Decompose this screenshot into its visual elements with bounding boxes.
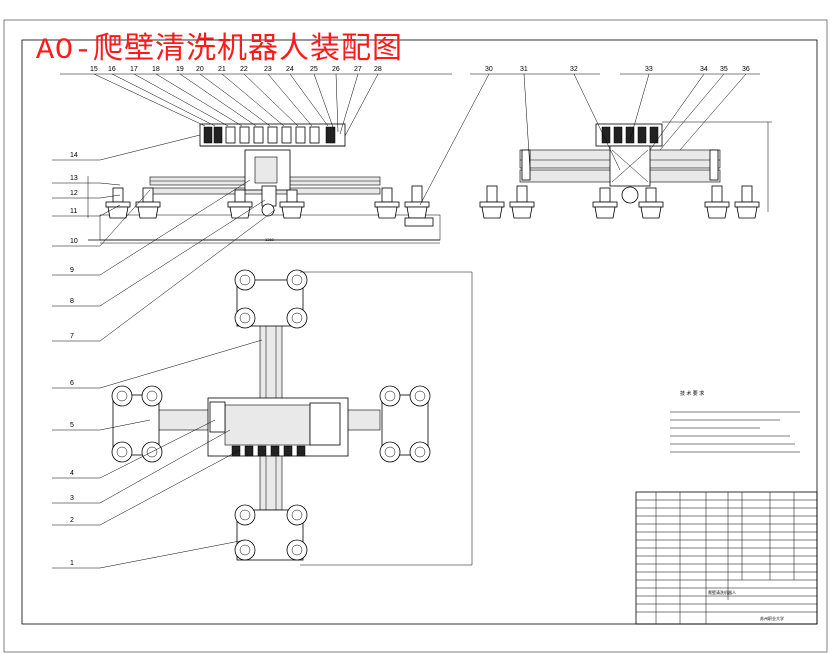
leader-line — [573, 73, 621, 171]
leader-line — [99, 194, 121, 199]
drawing-title: AO-爬壁清洗机器人装配图 — [36, 34, 404, 68]
leader-line — [243, 73, 299, 127]
leader-lines — [52, 73, 760, 569]
leader-line — [629, 73, 650, 141]
title-block-school: 苏州职业大学 — [760, 615, 784, 621]
callout-33: 33 — [645, 66, 653, 73]
callout-35: 35 — [720, 66, 728, 73]
leader-line — [93, 73, 206, 127]
callout-10: 10 — [70, 238, 78, 245]
callout-28: 28 — [374, 66, 382, 73]
title-block-name: 爬壁清洗机器人 — [708, 589, 736, 595]
callout-9: 9 — [70, 267, 74, 274]
callout-19: 19 — [176, 66, 184, 73]
callout-18: 18 — [152, 66, 160, 73]
top-view — [111, 269, 473, 566]
leader-line — [99, 179, 251, 276]
callout-7: 7 — [70, 333, 74, 340]
leader-line — [99, 199, 266, 307]
leader-line — [267, 73, 313, 127]
outer-border — [3, 19, 828, 653]
callout-26: 26 — [332, 66, 340, 73]
callout-17: 17 — [130, 66, 138, 73]
callout-21: 21 — [218, 66, 226, 73]
callout-5: 5 — [70, 422, 74, 429]
leader-line — [179, 73, 257, 127]
inner-border — [21, 39, 818, 625]
side-view — [479, 121, 772, 219]
leader-line — [155, 73, 243, 127]
pad-top — [234, 269, 308, 329]
leader-line — [99, 182, 121, 186]
leader-line — [99, 339, 263, 389]
callout-15: 15 — [90, 66, 98, 73]
leader-line — [99, 209, 276, 342]
leader-line — [99, 204, 121, 217]
callout-4: 4 — [70, 470, 74, 477]
leader-line — [99, 134, 201, 161]
callout-11: 11 — [70, 208, 77, 215]
callout-34: 34 — [700, 66, 708, 73]
leader-line — [99, 189, 151, 247]
leader-line — [99, 539, 246, 569]
leader-line — [649, 73, 705, 151]
callout-30: 30 — [485, 66, 493, 73]
technical-requirements: 技 术 要 求 — [670, 390, 800, 453]
leader-line — [99, 449, 241, 526]
leader-line — [523, 73, 531, 171]
leader-line — [199, 73, 271, 127]
front-view: 1360 — [87, 123, 441, 244]
pad-right — [379, 385, 431, 463]
leader-line — [659, 73, 725, 151]
callout-16: 16 — [108, 66, 116, 73]
callout-14: 14 — [70, 152, 78, 159]
leader-line — [344, 73, 379, 137]
leader-line — [289, 73, 329, 127]
callout-12: 12 — [70, 190, 78, 197]
pad-bottom — [234, 504, 308, 561]
overall-width-dimension: 1360 — [265, 237, 275, 242]
leader-line — [679, 73, 747, 151]
callout-31: 31 — [520, 66, 528, 73]
callout-25: 25 — [310, 66, 318, 73]
leader-line — [339, 73, 359, 135]
leader-line — [111, 73, 216, 127]
callout-20: 20 — [196, 66, 204, 73]
callout-23: 23 — [264, 66, 272, 73]
callout-6: 6 — [70, 380, 74, 387]
leader-line — [313, 73, 335, 131]
leader-line — [99, 419, 151, 431]
callout-27: 27 — [354, 66, 362, 73]
leader-line — [133, 73, 229, 127]
tech-req-title: 技 术 要 求 — [680, 390, 704, 397]
callout-24: 24 — [286, 66, 294, 73]
leader-line — [221, 73, 285, 127]
leader-line — [99, 419, 216, 479]
pad-left — [111, 385, 163, 463]
leader-line — [99, 429, 231, 504]
callout-22: 22 — [240, 66, 248, 73]
callout-1: 1 — [70, 560, 74, 567]
callout-8: 8 — [70, 298, 74, 305]
callout-13: 13 — [70, 175, 78, 182]
title-block: 爬壁清洗机器人 苏州职业大学 — [635, 491, 818, 625]
callout-3: 3 — [70, 495, 74, 502]
leader-line — [419, 73, 490, 206]
callout-32: 32 — [570, 66, 578, 73]
leader-line — [335, 73, 339, 133]
callout-36: 36 — [742, 66, 750, 73]
callout-2: 2 — [70, 517, 74, 524]
